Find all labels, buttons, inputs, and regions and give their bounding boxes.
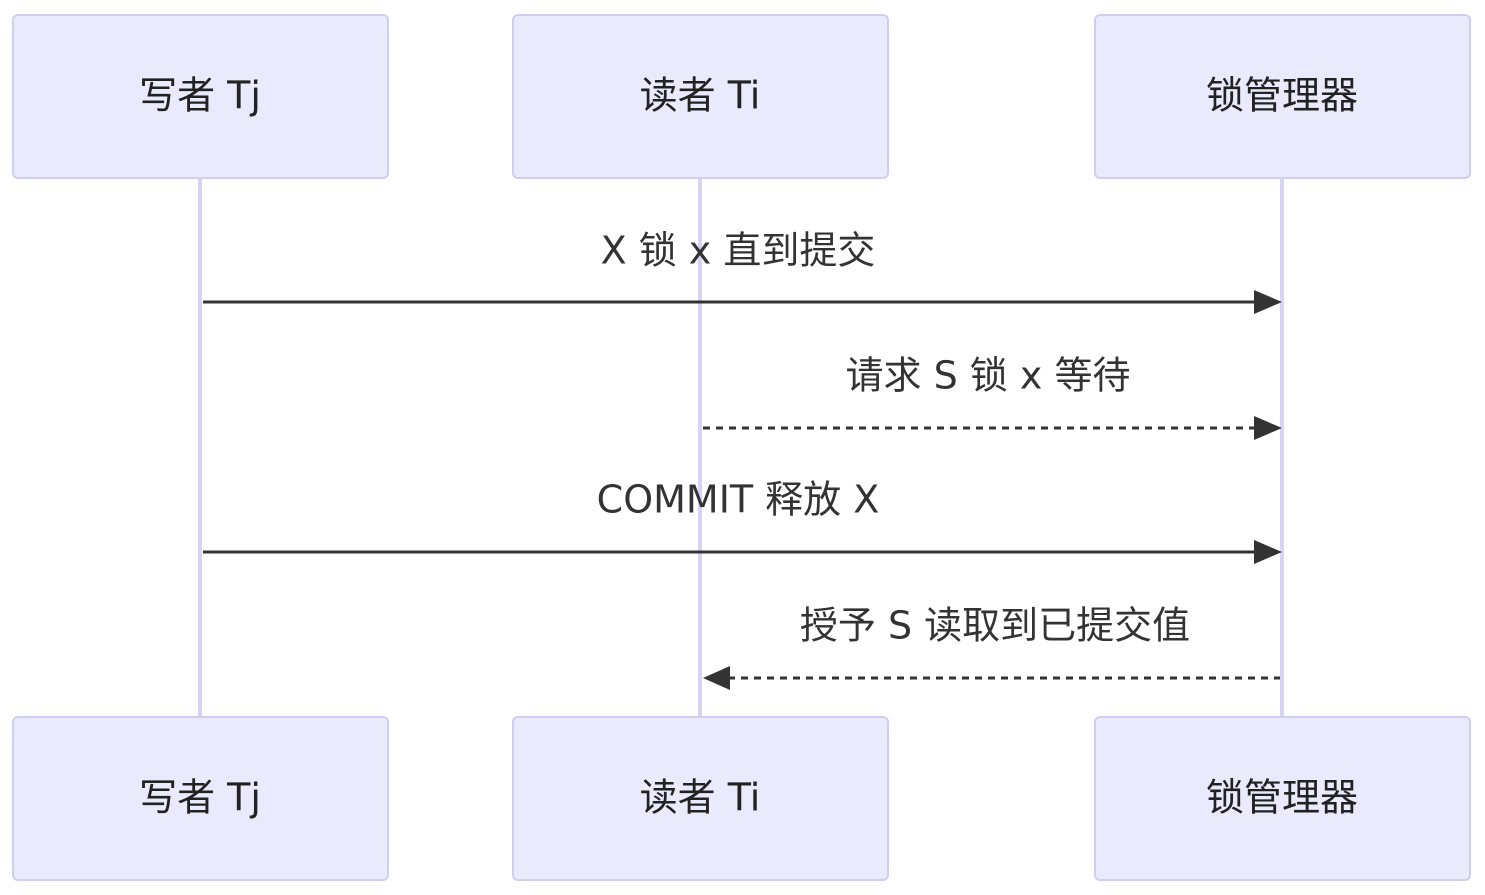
message-grant-s-lock: 授予 S 读取到已提交值 — [703, 604, 1280, 690]
arrow-head — [1254, 540, 1282, 564]
actor-top-reader: 读者 Ti — [512, 14, 889, 179]
message-label: 请求 S 锁 x 等待 — [846, 354, 1131, 398]
message-label: COMMIT 释放 X — [597, 478, 880, 522]
actor-label: 读者 Ti — [640, 74, 761, 118]
actor-label: 锁管理器 — [1206, 74, 1358, 118]
message-x-lock: X 锁 x 直到提交 — [203, 229, 1282, 314]
arrow-head — [1254, 416, 1282, 440]
actor-bottom-writer: 写者 Tj — [12, 716, 389, 881]
actor-label: 读者 Ti — [640, 776, 761, 820]
actor-top-writer: 写者 Tj — [12, 14, 389, 179]
arrow-head — [1254, 290, 1282, 314]
actor-label: 写者 Tj — [139, 74, 261, 118]
actor-label: 写者 Tj — [139, 776, 261, 820]
message-label: X 锁 x 直到提交 — [601, 229, 876, 273]
actor-bottom-reader: 读者 Ti — [512, 716, 889, 881]
message-commit: COMMIT 释放 X — [203, 478, 1282, 564]
actor-top-lock-manager: 锁管理器 — [1094, 14, 1471, 179]
actor-bottom-lock-manager: 锁管理器 — [1094, 716, 1471, 881]
arrow-head — [703, 666, 730, 690]
message-label: 授予 S 读取到已提交值 — [800, 604, 1190, 648]
message-s-lock-request: 请求 S 锁 x 等待 — [703, 354, 1282, 440]
actor-label: 锁管理器 — [1206, 776, 1358, 820]
